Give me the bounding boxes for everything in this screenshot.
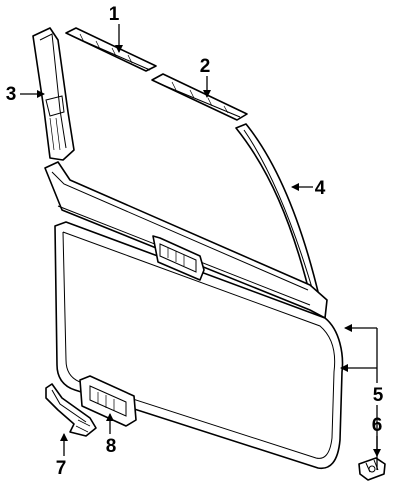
callout-label-6: 6 bbox=[372, 415, 383, 436]
part-1-upper-trim bbox=[65, 27, 157, 72]
callout-label-1: 1 bbox=[109, 4, 120, 25]
callout-label-3: 3 bbox=[6, 84, 17, 105]
callout-label-5: 5 bbox=[373, 385, 384, 406]
part-6-clip bbox=[358, 457, 386, 481]
callout-3: 3 bbox=[6, 84, 45, 105]
callout-label-4: 4 bbox=[315, 178, 326, 199]
part-5-door-trim-board bbox=[44, 161, 344, 470]
part-2-trim-strip bbox=[151, 73, 248, 121]
callout-2: 2 bbox=[200, 56, 211, 98]
callout-4: 4 bbox=[291, 178, 326, 199]
callout-7: 7 bbox=[56, 433, 68, 479]
callout-6: 6 bbox=[372, 415, 383, 457]
callout-1: 1 bbox=[109, 4, 123, 53]
callout-label-8: 8 bbox=[106, 436, 117, 457]
callout-label-7: 7 bbox=[56, 458, 67, 479]
part-7-assist-grip bbox=[45, 383, 97, 437]
callout-label-2: 2 bbox=[200, 56, 211, 77]
callout-8: 8 bbox=[106, 413, 117, 457]
part-8-handle-bezel bbox=[79, 375, 137, 427]
part-3-pillar-trim bbox=[32, 27, 75, 161]
